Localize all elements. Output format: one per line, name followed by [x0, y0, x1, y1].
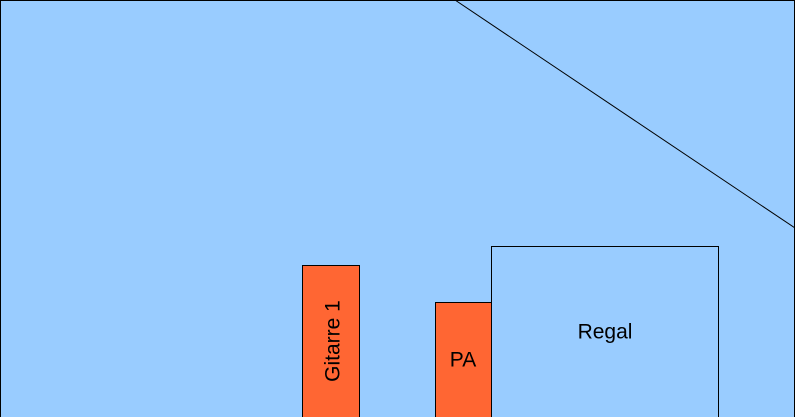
pa-label: PA — [450, 349, 476, 372]
guitar-1-label: Gitarre 1 — [322, 300, 345, 382]
shelf-box — [491, 246, 719, 417]
diagonal-wall-line — [454, 0, 795, 229]
shelf-label: Regal — [578, 321, 633, 344]
guitar-1-box — [302, 265, 360, 417]
